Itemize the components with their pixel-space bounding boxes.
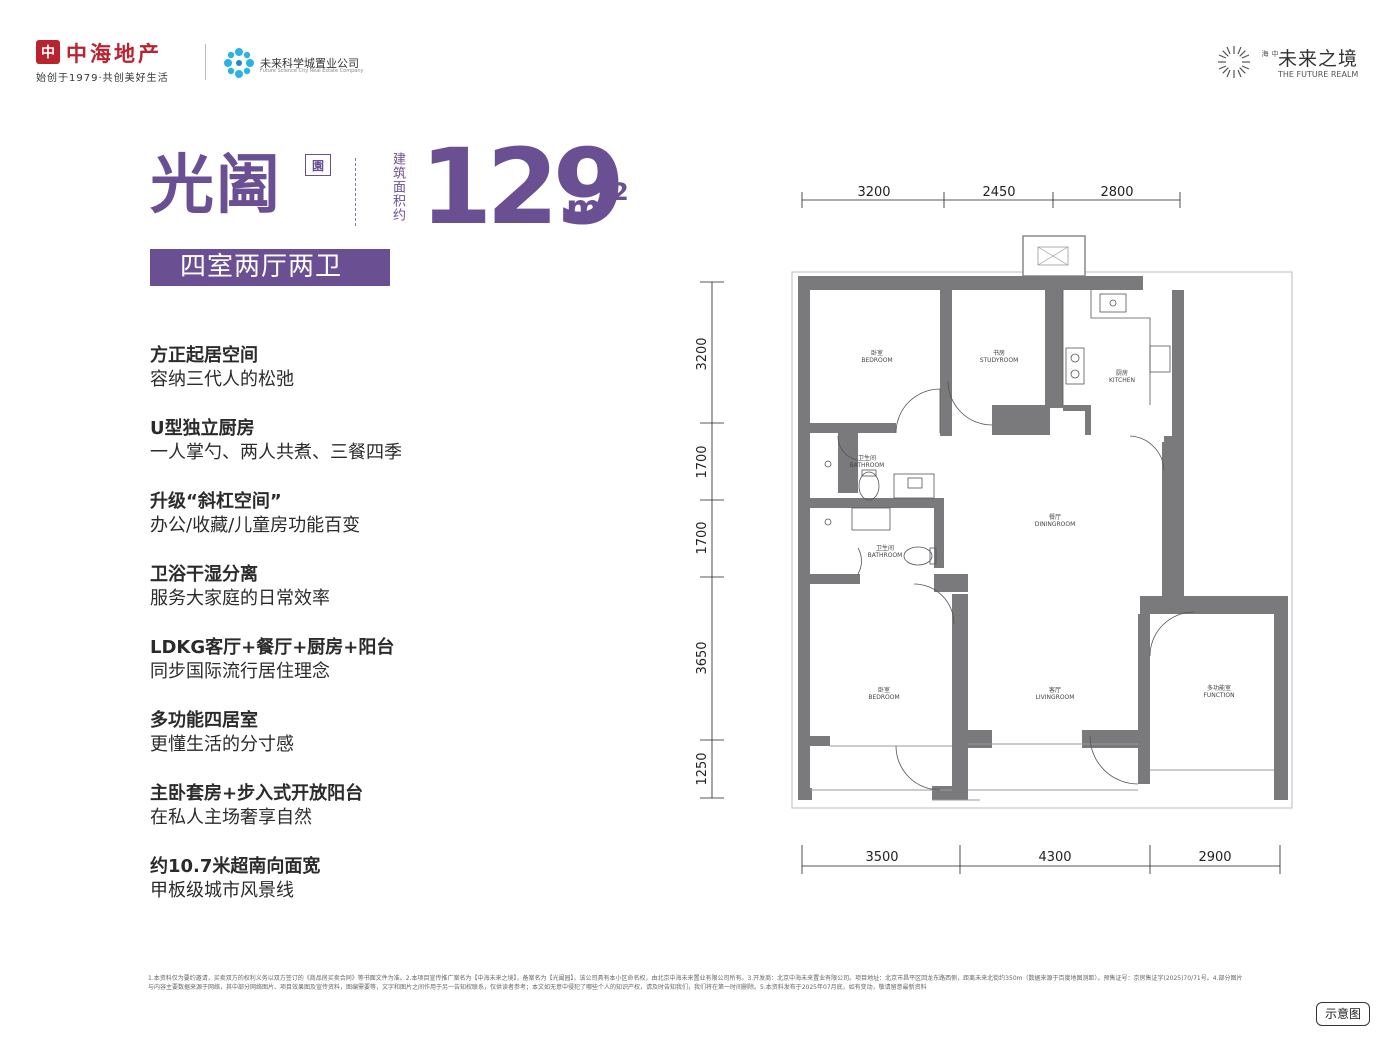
feature-item: 方正起居空间 容纳三代人的松弛 (150, 344, 470, 392)
bathroom-fixtures (824, 460, 937, 566)
dimension-label: 3650 (695, 641, 710, 674)
feature-title: 升级“斜杠空间” (150, 491, 282, 512)
dimension-lines (700, 192, 1281, 874)
room-label: 书房 (993, 349, 1005, 357)
area-value: 129 (420, 126, 625, 248)
feature-item: 卫浴干湿分离 服务大家庭的日常效率 (150, 563, 470, 611)
feature-subtitle: 容纳三代人的松弛 (150, 369, 294, 390)
feature-title: 多功能四居室 (150, 710, 258, 731)
feature-title: U型独立厨房 (150, 418, 255, 439)
partner-subtitle: Future Science City Real Estate Company (260, 68, 364, 74)
room-label: BEDROOM (861, 357, 892, 364)
floor-plan: 3200 2450 2800 3500 4300 2900 3200 1700 … (695, 185, 1293, 874)
feature-item: 主卧套房+步入式开放阳台 在私人主场奢享自然 (150, 782, 470, 830)
feature-subtitle: 同步国际流行居住理念 (150, 661, 330, 682)
balcony-railing (810, 743, 1274, 801)
room-label: STUDYROOM (980, 357, 1019, 364)
brand-name: 中海地产 (66, 41, 162, 66)
dimension-label: 1700 (695, 445, 710, 478)
room-label: DININGROOM (1035, 521, 1076, 528)
brand-mark-icon: 中 (36, 40, 60, 64)
flower-icon (224, 48, 254, 78)
feature-item: LDKG客厅+餐厅+厨房+阳台 同步国际流行居住理念 (150, 636, 470, 684)
dimension-label: 1250 (695, 752, 710, 785)
feature-subtitle: 办公/收藏/儿童房功能百变 (150, 515, 361, 536)
dimension-label: 3200 (857, 185, 890, 200)
room-label: 卧室 (878, 686, 890, 694)
feature-subtitle: 服务大家庭的日常效率 (150, 588, 330, 609)
room-label: KITCHEN (1109, 377, 1135, 384)
dimension-label: 1700 (695, 521, 710, 554)
feature-subtitle: 更懂生活的分寸感 (150, 734, 294, 755)
room-label: LIVINGROOM (1036, 694, 1075, 701)
partner-name: 未来科学城置业公司 (260, 57, 359, 70)
feature-title: 主卧套房+步入式开放阳台 (150, 783, 364, 804)
air-conditioner-unit (1037, 246, 1069, 266)
feature-item: U型独立厨房 一人掌勺、两人共煮、三餐四季 (150, 417, 470, 465)
room-label: BATHROOM (850, 462, 885, 469)
unit-name: 光阖 (150, 149, 282, 223)
feature-subtitle: 甲板级城市风景线 (150, 880, 294, 901)
realm-name: 未来之境 (1278, 48, 1359, 70)
dimension-label: 4300 (1038, 850, 1071, 865)
feature-title: 方正起居空间 (150, 345, 258, 366)
room-label: 厨房 (1116, 369, 1128, 377)
sunburst-icon (1218, 46, 1250, 78)
feature-title: 卫浴干湿分离 (150, 564, 258, 585)
room-label: BEDROOM (868, 694, 899, 701)
feature-item: 约10.7米超南向面宽 甲板级城市风景线 (150, 855, 470, 903)
top-balcony (1022, 235, 1086, 277)
schematic-badge: 示意图 (1316, 1002, 1370, 1026)
door-swings (837, 380, 1195, 791)
room-label: 客厅 (1049, 686, 1061, 694)
dimension-label: 3500 (865, 850, 898, 865)
feature-subtitle: 在私人主场奢享自然 (150, 807, 312, 828)
room-label: 卧室 (871, 349, 883, 357)
feature-title: LDKG客厅+餐厅+厨房+阳台 (150, 637, 395, 658)
feature-item: 升级“斜杠空间” 办公/收藏/儿童房功能百变 (150, 490, 470, 538)
title-divider (355, 158, 356, 226)
realm-english: THE FUTURE REALM (1278, 70, 1359, 79)
unit-seal: 園 (305, 154, 331, 176)
room-label: 餐厅 (1049, 513, 1061, 521)
room-label: 多功能室 (1207, 684, 1231, 692)
area-unit: m (566, 188, 602, 228)
dimension-label: 2450 (982, 185, 1015, 200)
room-label: BATHROOM (868, 552, 903, 559)
disclaimer-text: 1.本资料仅为要约邀请，买卖双方的权利义务以双方签订的《商品房买卖合同》等书面文… (148, 975, 1243, 991)
dimension-label: 2800 (1100, 185, 1133, 200)
feature-subtitle: 一人掌勺、两人共煮、三餐四季 (150, 442, 402, 463)
area-unit-superscript: 2 (612, 178, 629, 206)
room-label: 卫生间 (858, 454, 876, 462)
kitchen-counter (1062, 290, 1171, 405)
feature-title: 约10.7米超南向面宽 (150, 856, 321, 877)
room-label: 卫生间 (876, 544, 894, 552)
dimension-label: 3200 (695, 337, 710, 370)
dimension-label: 2900 (1198, 850, 1231, 865)
layout-banner: 四室两厅两卫 (150, 249, 390, 286)
realm-tag: 中海 (1261, 50, 1279, 57)
plan-outline (791, 271, 1293, 809)
header-divider (205, 44, 206, 80)
walls (798, 276, 1288, 800)
area-label: 建筑面积约 (390, 152, 405, 222)
brand-slogan: 始创于1979·共创美好生活 (36, 73, 169, 84)
feature-item: 多功能四居室 更懂生活的分寸感 (150, 709, 470, 757)
room-label: FUNCTION (1203, 692, 1234, 699)
